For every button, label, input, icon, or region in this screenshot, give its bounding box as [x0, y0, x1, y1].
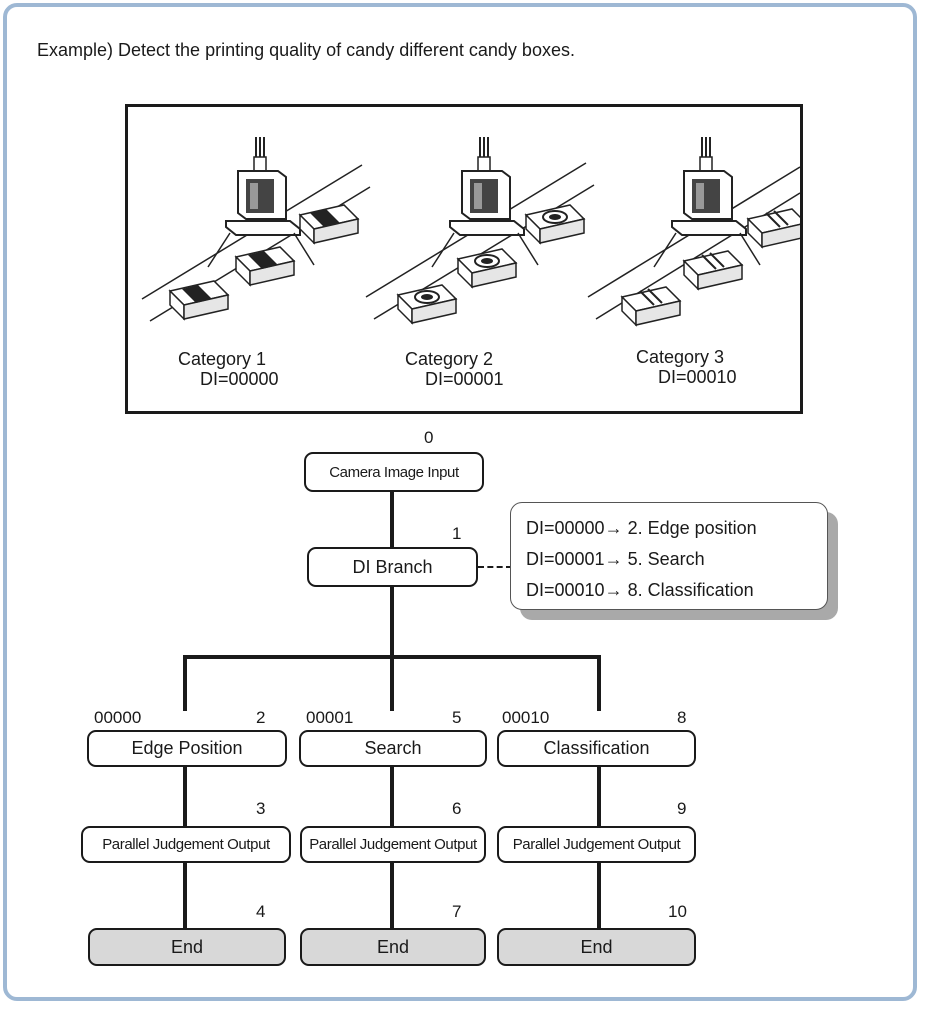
connector-col1-tool-output	[183, 767, 187, 826]
end-node-3: End	[497, 928, 696, 966]
connector-bar-col1	[183, 655, 187, 711]
step-number-10: 10	[668, 902, 687, 921]
connector-bar-col3	[597, 655, 601, 711]
intro-text: Example) Detect the printing quality of …	[37, 40, 575, 60]
step-number-4: 4	[256, 902, 266, 921]
branch-2-di-code: 00001	[306, 708, 354, 727]
di-branch-callout: DI=00000→ 2. Edge position DI=00001→ 5. …	[510, 502, 828, 610]
camera-image-input-node: Camera Image Input	[304, 452, 484, 492]
edge-position-node: Edge Position	[87, 730, 287, 767]
category-2-di: DI=00001	[425, 369, 504, 389]
connector-col3-output-end	[597, 863, 601, 928]
category-3-di: DI=00010	[658, 367, 737, 387]
connector-col1-output-end	[183, 863, 187, 928]
connector-col3-tool-output	[597, 767, 601, 826]
connector-bar-col2	[390, 655, 394, 711]
scene-illustration: Category 1 DI=00000 Category 2 DI=00001 …	[125, 104, 803, 414]
step-number-9: 9	[677, 799, 687, 818]
category-1-di: DI=00000	[200, 369, 279, 389]
connector-input-branch	[390, 492, 394, 548]
di-branch-node: DI Branch	[307, 547, 478, 587]
callout-connector	[478, 566, 512, 568]
end-node-1: End	[88, 928, 286, 966]
connector-col2-output-end	[390, 863, 394, 928]
step-number-0: 0	[424, 428, 434, 447]
step-number-8: 8	[677, 708, 687, 727]
end-node-2: End	[300, 928, 486, 966]
step-number-3: 3	[256, 799, 266, 818]
branch-1-di-code: 00000	[94, 708, 142, 727]
search-node: Search	[299, 730, 487, 767]
step-number-1: 1	[452, 524, 462, 543]
connector-col2-tool-output	[390, 767, 394, 826]
callout-line-2: DI=00001→ 5. Search	[526, 549, 705, 569]
parallel-judgement-output-node-3: Parallel Judgement Output	[497, 826, 696, 863]
step-number-7: 7	[452, 902, 462, 921]
step-number-6: 6	[452, 799, 462, 818]
step-number-2: 2	[256, 708, 266, 727]
connector-branch-trunk	[390, 587, 394, 657]
classification-node: Classification	[497, 730, 696, 767]
branch-3-di-code: 00010	[502, 708, 550, 727]
category-3-name: Category 3	[636, 347, 725, 367]
candy-box-conveyor-illustration	[141, 136, 800, 326]
parallel-judgement-output-node-1: Parallel Judgement Output	[81, 826, 291, 863]
category-2-name: Category 2	[405, 349, 494, 369]
callout-line-3: DI=00010→ 8. Classification	[526, 580, 754, 600]
parallel-judgement-output-node-2: Parallel Judgement Output	[300, 826, 486, 863]
step-number-5: 5	[452, 708, 462, 727]
category-1-name: Category 1	[178, 349, 267, 369]
callout-line-1: DI=00000→ 2. Edge position	[526, 518, 757, 538]
